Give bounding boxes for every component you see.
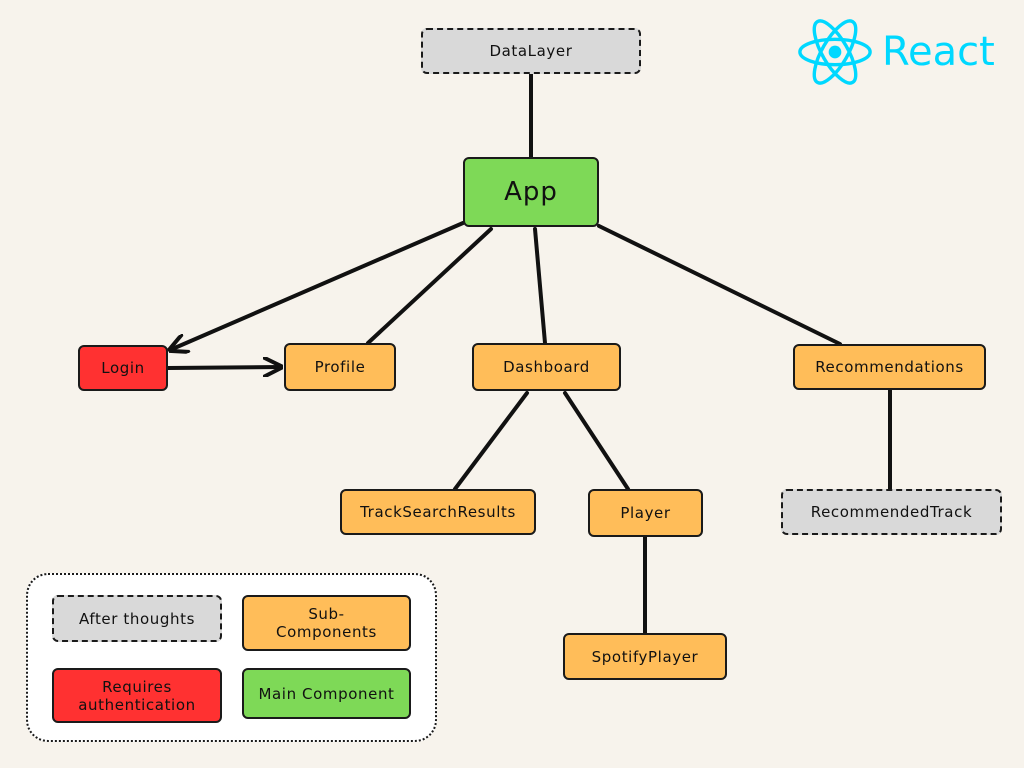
node-login: Login [78, 345, 168, 391]
edge-app-login [170, 221, 465, 350]
node-recommendations: Recommendations [793, 344, 986, 390]
edge-dashboard-tracksearchresults [453, 391, 529, 491]
legend-after-thoughts: After thoughts [52, 595, 222, 642]
edge-login-profile [166, 367, 281, 368]
edge-dashboard-player [563, 391, 630, 491]
react-logo-text: React [882, 29, 995, 75]
edge-app-profile [366, 227, 493, 345]
node-profile: Profile [284, 343, 396, 391]
edge-app-recommendations [597, 224, 842, 346]
node-track-search-results: TrackSearchResults [340, 489, 536, 535]
edge-app-dashboard [533, 227, 547, 345]
node-player: Player [588, 489, 703, 537]
node-dashboard: Dashboard [472, 343, 621, 391]
node-spotify-player: SpotifyPlayer [563, 633, 727, 680]
react-atom-icon [798, 19, 872, 85]
react-logo: React [796, 12, 1011, 92]
legend-main-component: Main Component [242, 668, 411, 719]
legend-sub-components: Sub- Components [242, 595, 411, 651]
node-recommended-track: RecommendedTrack [781, 489, 1002, 535]
node-datalayer: DataLayer [421, 28, 641, 74]
node-app: App [463, 157, 599, 227]
legend-requires-authentication: Requires authentication [52, 668, 222, 723]
